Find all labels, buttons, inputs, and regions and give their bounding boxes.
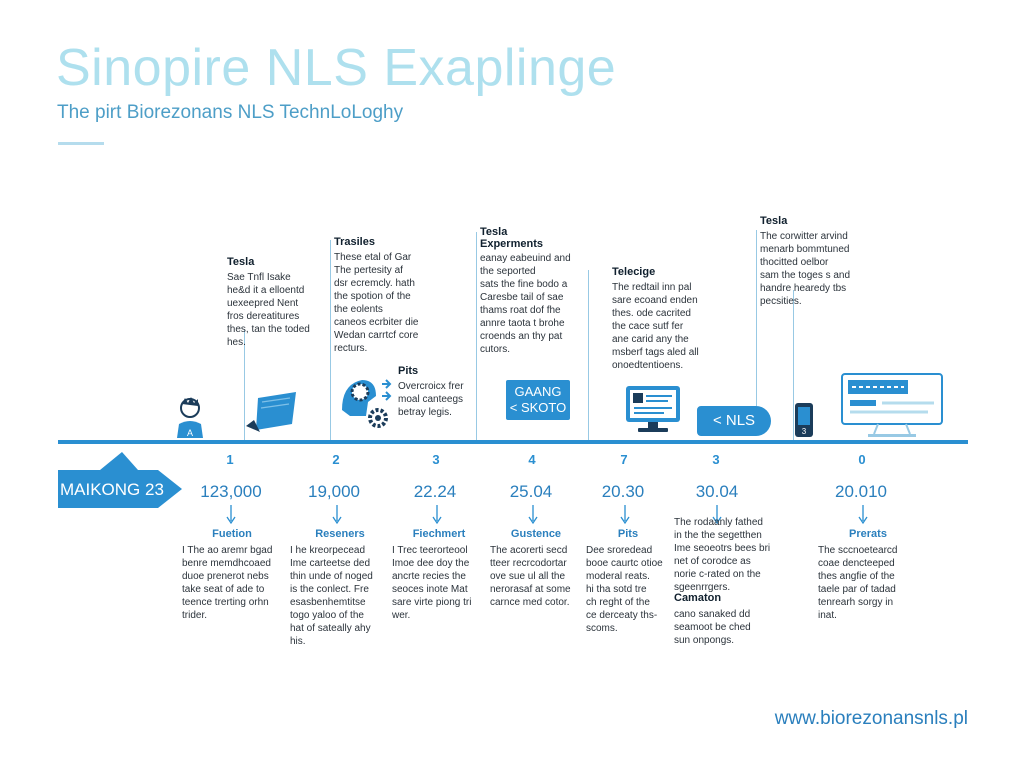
milestone-number: 2 bbox=[332, 452, 340, 467]
milestone-value: 30.04 bbox=[695, 482, 739, 501]
bottom-note-2: Reseners I he kreorpecead Ime carteetse … bbox=[290, 528, 390, 648]
note-body: eanay eabeuind and the seported sats the… bbox=[480, 253, 571, 355]
svg-text:A: A bbox=[187, 428, 193, 438]
note-body: The redtail inn pal sare ecoand enden th… bbox=[612, 282, 699, 371]
monitor-line-1: GAANG bbox=[514, 384, 562, 399]
milestone-number: 1 bbox=[226, 452, 234, 467]
milestone-value: 25.04 bbox=[509, 482, 553, 501]
milestone-number: 4 bbox=[528, 452, 536, 467]
down-arrow-icon bbox=[712, 505, 722, 525]
bottom-note-1: Fuetion I The ao aremr bgad benre memdhc… bbox=[182, 528, 282, 622]
timeline-banner bbox=[58, 452, 182, 508]
top-note-1: Tesla Sae Tnfl Isake he&d it a elloentd … bbox=[227, 256, 332, 349]
down-arrow-icon bbox=[858, 505, 868, 525]
note-title: Telecige bbox=[612, 266, 656, 278]
page-subtitle: The pirt Biorezonans NLS TechnLoLoghy bbox=[57, 102, 404, 123]
note-title: Reseners bbox=[315, 528, 365, 540]
note-body: The corwitter arvind menarb bommtuned th… bbox=[760, 231, 851, 307]
note-title: Pits bbox=[617, 528, 639, 540]
top-note-3: Pits Overcroicx frer moal canteegs betra… bbox=[398, 365, 488, 419]
milestone-number: 3 bbox=[432, 452, 440, 467]
note-title: Tesla Experments bbox=[480, 226, 543, 250]
display-icon bbox=[841, 373, 943, 437]
bottom-note-5: Pits Dee sroredead booe caurtc otioe mod… bbox=[586, 528, 670, 635]
milestone-value: 19,000 bbox=[308, 482, 360, 501]
milestone-number: 0 bbox=[858, 452, 866, 467]
connector-line bbox=[756, 230, 757, 406]
bottom-note-4: Gustence The acorerti secd tteer recrcod… bbox=[490, 528, 582, 609]
note-body: Dee sroredead booe caurtc otioe moderal … bbox=[586, 545, 663, 634]
note-body: Sae Tnfl Isake he&d it a elloentd uexeep… bbox=[227, 272, 310, 348]
top-note-2: Trasiles These etal of Gar The pertesity… bbox=[334, 236, 439, 355]
bottom-note-6: The rodaanly fathed in the the segetthen… bbox=[674, 516, 774, 594]
connector-line bbox=[244, 330, 245, 440]
note-title: Pits bbox=[398, 365, 419, 377]
milestone-number: 7 bbox=[620, 452, 628, 467]
milestone-value: 20.30 bbox=[601, 482, 645, 501]
banner-label: MAIKONG 23 bbox=[60, 480, 164, 499]
note-body: The acorerti secd tteer recrcodortar ove… bbox=[490, 545, 571, 608]
down-arrow-icon bbox=[620, 505, 630, 525]
note-body: The rodaanly fathed in the the segetthen… bbox=[674, 517, 771, 593]
monitor-icon bbox=[626, 386, 680, 432]
note-body: I The ao aremr bgad benre memdhcoaed duo… bbox=[182, 545, 273, 621]
page-title: Sinopire NLS Exaplinge bbox=[56, 39, 617, 97]
document-fly-icon bbox=[246, 392, 296, 432]
note-body: These etal of Gar The pertesity af dsr e… bbox=[334, 252, 419, 354]
bottom-note-7: Prerats The sccnoetearcd coae dencteeped… bbox=[818, 528, 918, 622]
note-title: Trasiles bbox=[334, 236, 375, 248]
down-arrow-icon bbox=[226, 505, 236, 525]
milestone-value: 123,000 bbox=[200, 482, 262, 501]
milestone-value: 22.24 bbox=[413, 482, 457, 501]
milestone-value: 20.010 bbox=[835, 482, 887, 501]
connector-line bbox=[588, 270, 589, 440]
footer-url: www.biorezonansnls.pl bbox=[774, 708, 968, 729]
svg-text:3: 3 bbox=[802, 427, 807, 436]
top-note-4: Tesla Experments eanay eabeuind and the … bbox=[480, 226, 580, 356]
nls-tag: < NLS bbox=[697, 406, 771, 436]
down-arrow-icon bbox=[432, 505, 442, 525]
gears-head-icon bbox=[342, 379, 392, 428]
down-arrow-icon bbox=[332, 505, 342, 525]
connector-line bbox=[793, 290, 794, 440]
title-underline bbox=[58, 142, 104, 145]
person-icon: A bbox=[177, 397, 203, 438]
note-title: Camaton bbox=[674, 592, 722, 604]
down-arrow-icon bbox=[528, 505, 538, 525]
top-note-5: Telecige The redtail inn pal sare ecoand… bbox=[612, 266, 712, 372]
note-body: The sccnoetearcd coae dencteeped thes an… bbox=[818, 545, 898, 621]
note-title: Fiechmert bbox=[412, 528, 466, 540]
note-title: Fuetion bbox=[212, 528, 252, 540]
note-body: I he kreorpecead Ime carteetse ded thin … bbox=[290, 545, 373, 647]
monitor-line-2: < SKOTO bbox=[509, 400, 567, 415]
monitor-panel: GAANG < SKOTO bbox=[506, 380, 570, 420]
note-title: Tesla bbox=[227, 256, 255, 268]
note-title: Tesla bbox=[760, 215, 788, 227]
note-title: Gustence bbox=[510, 528, 562, 540]
top-note-6: Tesla The corwitter arvind menarb bommtu… bbox=[760, 215, 864, 308]
bottom-note-3: Fiechmert I Trec teerorteool Imoe dee do… bbox=[392, 528, 486, 622]
timeline-axis bbox=[58, 440, 968, 444]
phone-icon: 3 bbox=[795, 403, 813, 437]
milestone-number: 3 bbox=[712, 452, 720, 467]
bottom-note-extra: Camaton cano sanaked dd seamoot be ched … bbox=[674, 592, 774, 647]
connector-line bbox=[330, 240, 331, 440]
note-body: I Trec teerorteool Imoe dee doy the ancr… bbox=[392, 545, 472, 621]
note-body: Overcroicx frer moal canteegs betray leg… bbox=[398, 381, 464, 418]
note-title: Prerats bbox=[849, 528, 887, 540]
connector-line bbox=[476, 232, 477, 440]
note-body: cano sanaked dd seamoot be ched sun onpo… bbox=[674, 609, 751, 646]
